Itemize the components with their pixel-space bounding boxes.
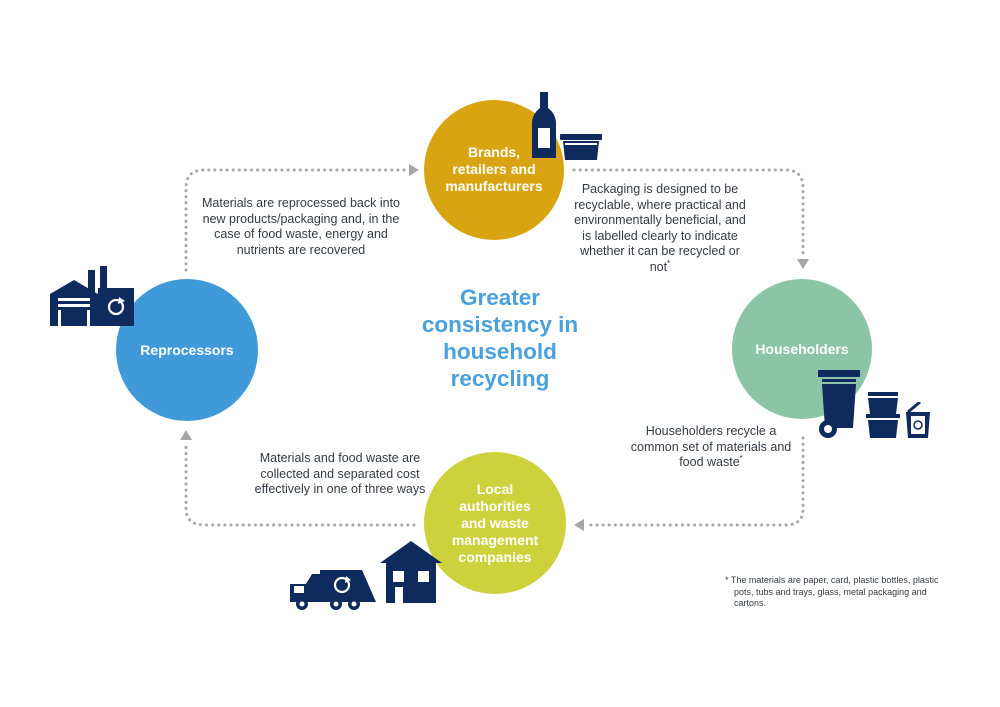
- collection-truck-icon: [290, 570, 376, 610]
- packaging-description-text: Packaging is designed to be recyclable, …: [574, 182, 746, 274]
- arrowhead-to-local: [574, 519, 584, 531]
- packaging-asterisk: *: [667, 258, 671, 268]
- householders-description: Householders recycle a common set of mat…: [626, 424, 796, 471]
- house-icon: [380, 541, 442, 603]
- bottle-icon: [532, 92, 556, 158]
- wheelie-bin-icon: [818, 370, 860, 438]
- reprocessors-label: Reprocessors: [140, 341, 234, 358]
- arrowhead-to-householders: [797, 259, 809, 269]
- packaging-description: Packaging is designed to be recyclable, …: [572, 182, 748, 275]
- arrow-brands-to-householders: [572, 168, 805, 260]
- reprocess-description: Materials are reprocessed back into new …: [196, 196, 406, 258]
- food-caddy-icon: [866, 392, 900, 438]
- recycling-box-icon: [906, 402, 930, 438]
- householders-description-text: Householders recycle a common set of mat…: [630, 424, 792, 469]
- arrow-reprocessors-to-brands: [184, 168, 408, 272]
- arrowhead-to-brands: [409, 164, 419, 176]
- local-authorities-label: Local authorities and waste management c…: [451, 480, 539, 565]
- footnote: * The materials are paper, card, plastic…: [725, 575, 945, 610]
- collection-description-text: Materials and food waste are collected a…: [254, 451, 426, 496]
- arrow-local-to-reprocessors: [184, 440, 416, 527]
- householders-label: Householders: [755, 340, 849, 357]
- arrowhead-to-reprocessors: [180, 430, 192, 440]
- collection-description: Materials and food waste are collected a…: [242, 451, 438, 498]
- footnote-text: * The materials are paper, card, plastic…: [725, 575, 939, 608]
- householders-asterisk: *: [739, 453, 743, 463]
- reprocess-description-text: Materials are reprocessed back into new …: [201, 196, 400, 257]
- arrow-householders-to-local: [584, 436, 805, 527]
- reprocessors-node: Reprocessors: [116, 279, 258, 421]
- center-title: Greater consistency in household recycli…: [421, 285, 579, 391]
- factory-icon: [50, 266, 134, 326]
- householders-node: Householders: [732, 279, 872, 419]
- tub-icon: [560, 134, 602, 160]
- local-authorities-node: Local authorities and waste management c…: [424, 452, 566, 594]
- brands-label: Brands, retailers and manufacturers: [445, 143, 543, 194]
